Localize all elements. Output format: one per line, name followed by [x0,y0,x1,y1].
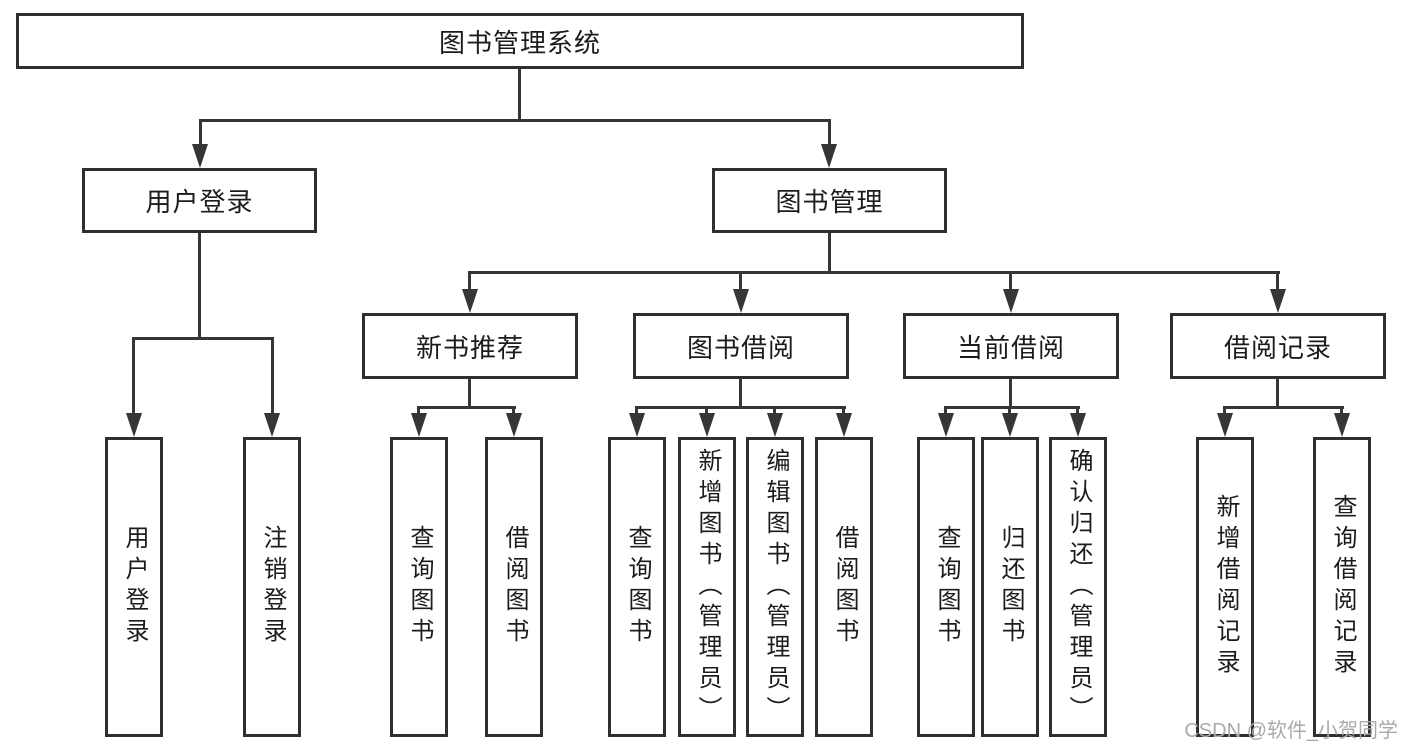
leaf-cb-query-books: 查询图书 [917,437,975,737]
connector-line [1008,406,1011,415]
leaf-cb-confirm-return-admin-label: 确认归还（管理员） [1065,447,1092,727]
node-current-borrow-label: 当前借阅 [956,332,1065,363]
leaf-cb-confirm-return-admin: 确认归还（管理员） [1049,437,1107,737]
connector-line [739,379,742,408]
arrow-head [733,289,749,313]
arrow-head [462,289,478,313]
leaf-user-login: 用户登录 [105,437,163,737]
connector-line [417,406,420,415]
leaf-logout: 注销登录 [243,437,301,737]
leaf-br-query-record: 查询借阅记录 [1313,437,1371,737]
node-user-login: 用户登录 [82,168,317,233]
connector-line [468,271,471,291]
arrow-head [1003,289,1019,313]
connector-line [199,119,202,146]
connector-line [1223,406,1344,409]
connector-line [1009,271,1012,291]
arrow-head [192,144,208,168]
connector-line [468,271,1280,274]
leaf-logout-label: 注销登录 [259,525,286,649]
connector-line [1276,271,1279,291]
leaf-nb-query-books-label: 查询图书 [406,525,433,649]
connector-line [944,406,947,415]
node-new-book-recommend-label: 新书推荐 [415,332,524,363]
connector-line [705,406,708,415]
node-borrow-records-label: 借阅记录 [1223,332,1332,363]
leaf-nb-query-books: 查询图书 [390,437,448,737]
connector-line [842,406,845,415]
node-book-management-label: 图书管理 [775,187,884,217]
connector-line [512,406,515,415]
leaf-bb-edit-books-admin-label: 编辑图书（管理员） [762,447,789,727]
node-new-book-recommend: 新书推荐 [362,313,578,379]
node-borrow-records: 借阅记录 [1170,313,1386,379]
arrow-head [126,413,142,437]
connector-line [635,406,638,415]
leaf-nb-borrow-books-label: 借阅图书 [501,525,528,649]
leaf-bb-borrow-books-label: 借阅图书 [831,525,858,649]
arrow-head [1217,413,1233,437]
arrow-head [821,144,837,168]
leaf-bb-add-books-admin: 新增图书（管理员） [678,437,736,737]
connector-line [417,406,516,409]
arrow-head [1002,413,1018,437]
leaf-nb-borrow-books: 借阅图书 [485,437,543,737]
connector-line [132,337,274,340]
connector-line [198,233,201,337]
connector-line [1009,379,1012,408]
arrow-head [699,413,715,437]
arrow-head [629,413,645,437]
node-user-login-label: 用户登录 [145,187,254,217]
connector-line [132,337,135,415]
connector-line [199,119,831,122]
connector-line [635,406,846,409]
leaf-bb-edit-books-admin: 编辑图书（管理员） [746,437,804,737]
node-book-borrow: 图书借阅 [633,313,849,379]
connector-line [828,233,831,273]
leaf-user-login-label: 用户登录 [121,525,148,649]
leaf-br-add-record: 新增借阅记录 [1196,437,1254,737]
leaf-br-add-record-label: 新增借阅记录 [1212,494,1239,680]
connector-line [271,337,274,415]
connector-line [468,379,471,408]
arrow-head [767,413,783,437]
node-root: 图书管理系统 [16,13,1024,69]
arrow-head [1334,413,1350,437]
leaf-br-query-record-label: 查询借阅记录 [1329,494,1356,680]
leaf-cb-return-books: 归还图书 [981,437,1039,737]
connector-line [773,406,776,415]
connector-line [944,406,1080,409]
leaf-bb-add-books-admin-label: 新增图书（管理员） [694,447,721,727]
node-book-borrow-label: 图书借阅 [686,332,795,363]
connector-line [1223,406,1226,415]
connector-line [1340,406,1343,415]
connector-line [739,271,742,291]
arrow-head [938,413,954,437]
leaf-cb-query-books-label: 查询图书 [933,525,960,649]
connector-line [1076,406,1079,415]
arrow-head [411,413,427,437]
connector-line [1276,379,1279,408]
csdn-watermark: CSDN @软件_小贺同学 [1184,720,1398,742]
arrow-head [836,413,852,437]
arrow-head [1070,413,1086,437]
node-book-management: 图书管理 [712,168,947,233]
connector-line [828,119,831,146]
leaf-bb-query-books-label: 查询图书 [624,525,651,649]
leaf-bb-borrow-books: 借阅图书 [815,437,873,737]
node-current-borrow: 当前借阅 [903,313,1119,379]
leaf-bb-query-books: 查询图书 [608,437,666,737]
arrow-head [506,413,522,437]
node-root-label: 图书管理系统 [438,27,601,58]
connector-line [518,69,521,119]
arrow-head [264,413,280,437]
leaf-cb-return-books-label: 归还图书 [997,525,1024,649]
arrow-head [1270,289,1286,313]
